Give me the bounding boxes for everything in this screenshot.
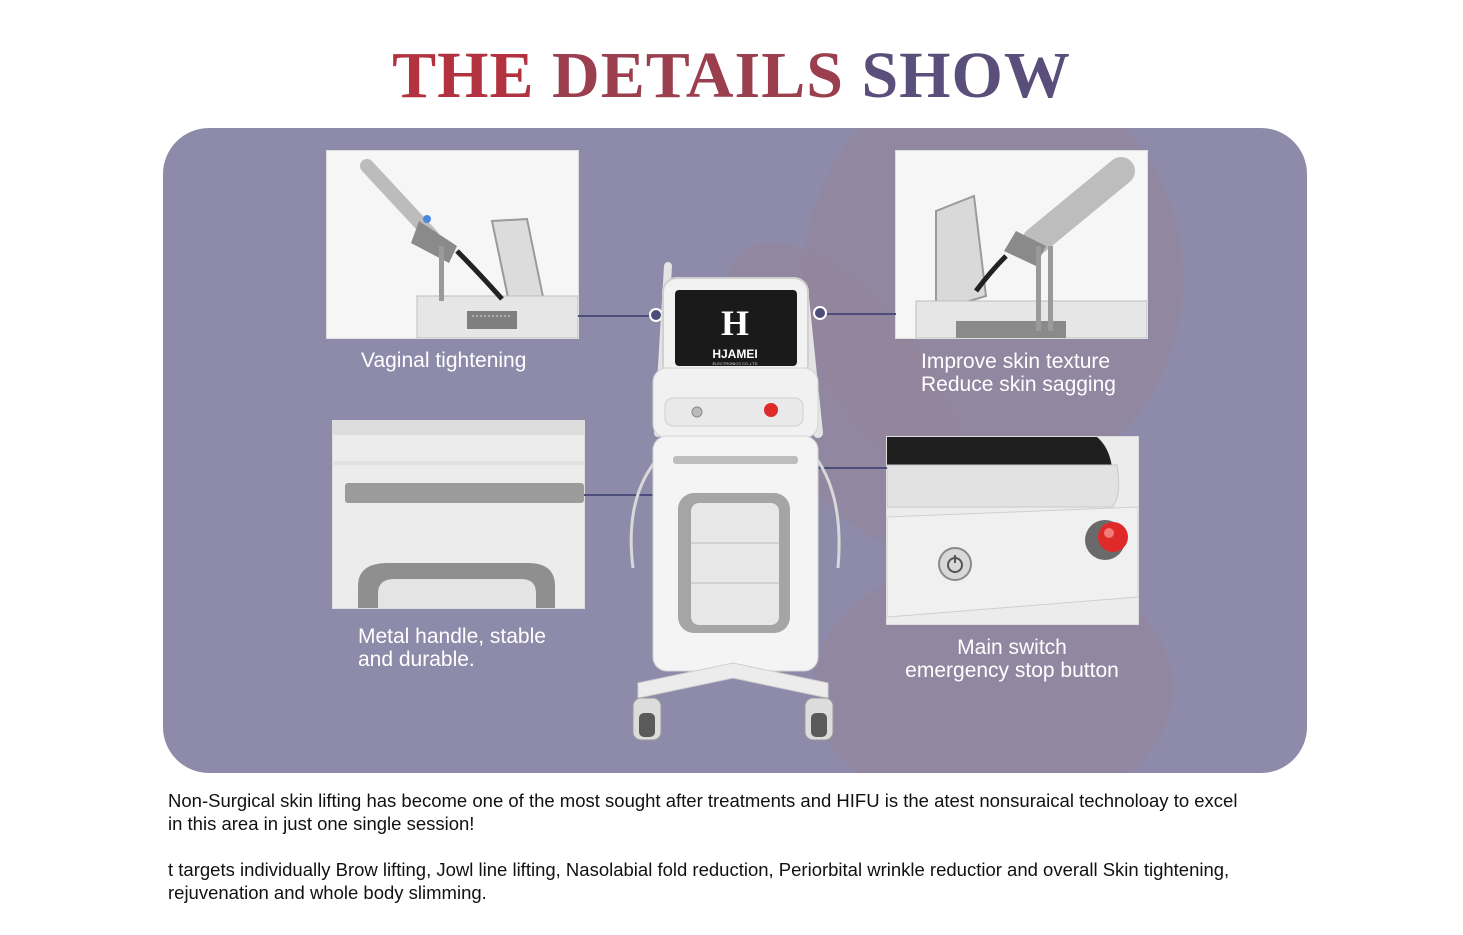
description-line: Non-Surgical skin lifting has become one…	[168, 790, 1238, 811]
face-handpiece-image	[896, 151, 1147, 338]
device-brand-sub: ELECTRONICS CO.,LTD	[712, 361, 758, 366]
detail-card-face-handpiece	[895, 150, 1148, 339]
power-icon[interactable]	[938, 547, 972, 581]
connector-dot-right-handpiece	[813, 306, 827, 320]
description-line: rejuvenation and whole body slimming.	[168, 882, 487, 903]
feature-panel: Vaginal tightening Improve skin texture …	[163, 128, 1307, 773]
metal-handle-image	[333, 421, 584, 608]
detail-card-switch-panel	[886, 436, 1139, 625]
detail-card-vaginal-handpiece	[326, 150, 579, 339]
title-word-1: THE	[392, 39, 535, 112]
device-logo-icon: H	[720, 303, 749, 343]
title-word-3: SHOW	[861, 39, 1071, 112]
device-brand-name: HJAMEI	[712, 347, 758, 361]
description-paragraph-2: t targets individually Brow lifting, Jow…	[168, 858, 1348, 904]
description-line: t targets individually Brow lifting, Jow…	[168, 859, 1230, 880]
emergency-stop-icon[interactable]	[1085, 520, 1128, 560]
description-line: in this area in just one single session!	[168, 813, 475, 834]
connector-line-right-handpiece	[823, 313, 896, 315]
device-machine-image	[629, 262, 841, 741]
page-title: THE DETAILS SHOW	[0, 38, 1463, 114]
detail-card-metal-handle	[332, 420, 585, 609]
caption-vaginal-tightening: Vaginal tightening	[361, 349, 527, 372]
connector-line-left-handpiece	[578, 315, 656, 317]
caption-metal-handle: Metal handle, stable and durable.	[358, 625, 546, 671]
title-word-2: DETAILS	[552, 39, 844, 112]
caption-main-switch: Main switch emergency stop button	[905, 636, 1119, 682]
vaginal-handpiece-image	[327, 151, 578, 338]
connector-line-handle-h	[584, 494, 698, 496]
caption-skin-texture: Improve skin texture Reduce skin sagging	[921, 350, 1116, 396]
description-paragraph-1: Non-Surgical skin lifting has become one…	[168, 789, 1348, 835]
switch-panel-image	[887, 437, 1138, 624]
device-machine: H HJAMEI ELECTRONICS CO.,LTD	[623, 258, 843, 758]
